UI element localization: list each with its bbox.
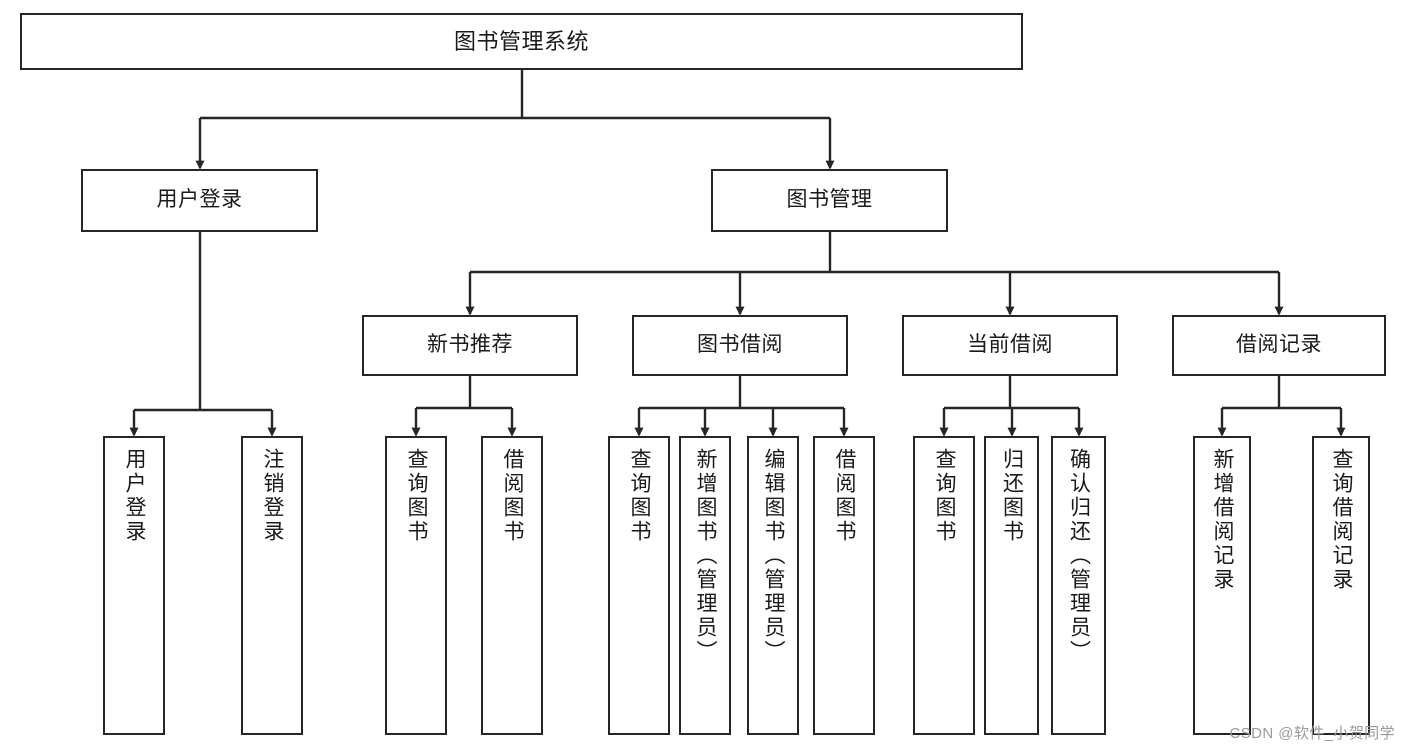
node-label: 新增图书（管理员） [694,448,718,664]
node-leaf-nb-query[interactable]: 查询图书 [385,436,447,735]
node-leaf-bo-edit[interactable]: 编辑图书（管理员） [747,436,799,735]
node-leaf-bo-query[interactable]: 查询图书 [608,436,670,735]
node-bookmgmt[interactable]: 图书管理 [711,169,948,232]
node-label: 归还图书 [1000,448,1024,544]
node-leaf-cu-conf[interactable]: 确认归还（管理员） [1051,436,1106,735]
node-login[interactable]: 用户登录 [81,169,318,232]
node-label: 查询借阅记录 [1330,448,1354,592]
node-label: 图书管理 [786,188,873,212]
node-label: 新书推荐 [427,333,513,357]
node-root[interactable]: 图书管理系统 [20,13,1023,70]
node-label: 借阅图书 [833,448,857,544]
node-current[interactable]: 当前借阅 [902,315,1118,376]
node-label: 用户登录 [156,188,243,212]
node-label: 新增借阅记录 [1211,448,1235,592]
node-label: 编辑图书（管理员） [762,448,786,664]
node-label: 图书管理系统 [453,28,589,54]
node-label: 当前借阅 [967,333,1053,357]
node-leaf-bo-add[interactable]: 新增图书（管理员） [679,436,731,735]
node-leaf-cu-return[interactable]: 归还图书 [984,436,1039,735]
node-leaf-nb-borrow[interactable]: 借阅图书 [481,436,543,735]
node-label: 查询图书 [933,448,957,544]
node-leaf-login[interactable]: 用户登录 [103,436,165,735]
node-label: 借阅图书 [501,448,525,544]
node-label: 查询图书 [405,448,429,544]
node-leaf-re-query[interactable]: 查询借阅记录 [1312,436,1370,735]
node-label: 图书借阅 [697,333,783,357]
node-label: 用户登录 [123,448,147,544]
node-records[interactable]: 借阅记录 [1172,315,1386,376]
node-leaf-re-add[interactable]: 新增借阅记录 [1193,436,1251,735]
node-label: 注销登录 [261,448,285,544]
node-label: 确认归还（管理员） [1067,448,1091,664]
watermark-text: CSDN @软件_小贺同学 [1229,725,1395,742]
node-label: 借阅记录 [1236,333,1322,357]
node-label: 查询图书 [628,448,652,544]
node-newbook[interactable]: 新书推荐 [362,315,578,376]
node-leaf-cu-query[interactable]: 查询图书 [913,436,975,735]
node-borrow[interactable]: 图书借阅 [632,315,848,376]
node-leaf-bo-lend[interactable]: 借阅图书 [813,436,875,735]
node-leaf-logout[interactable]: 注销登录 [241,436,303,735]
